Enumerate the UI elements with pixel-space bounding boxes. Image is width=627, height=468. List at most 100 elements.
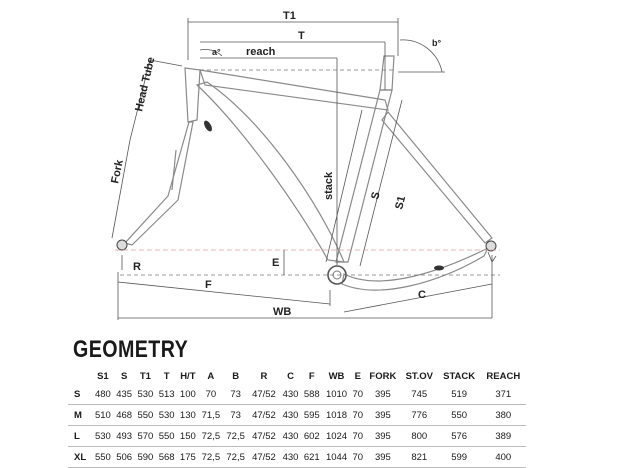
table-cell: 1024: [322, 425, 351, 447]
bike-frame-drawing: [116, 55, 497, 291]
table-cell: 550: [156, 425, 178, 447]
label-t: T: [298, 30, 305, 42]
table-cell: 430: [279, 425, 302, 447]
table-cell: 550: [437, 404, 481, 426]
table-cell: 70: [198, 384, 224, 405]
column-header: H/T: [180, 370, 196, 382]
table-cell: 550: [134, 404, 156, 426]
table-cell: 395: [364, 446, 401, 468]
geometry-title: GEOMETRY: [73, 336, 189, 363]
table-cell: 71,5: [198, 404, 224, 426]
column-header: [68, 368, 92, 384]
table-cell: 590: [134, 446, 156, 468]
size-label: S: [68, 384, 93, 405]
label-a-angle: a°: [212, 47, 221, 57]
label-s1: S1: [393, 195, 408, 211]
label-reach: reach: [246, 46, 276, 58]
table-cell: 1044: [322, 446, 351, 468]
column-header: WB: [328, 370, 345, 382]
table-cell: 70: [350, 404, 365, 426]
label-head-tube: Head Tube: [133, 56, 157, 113]
table-cell: 430: [279, 384, 302, 405]
column-header: C: [287, 370, 294, 382]
column-header: T: [163, 370, 170, 382]
table-cell: 430: [279, 446, 302, 468]
table-cell: 73: [223, 404, 249, 426]
table-cell: 47/52: [248, 384, 280, 405]
table-cell: 530: [156, 404, 178, 426]
table-cell: 599: [437, 446, 481, 468]
size-label: M: [68, 404, 93, 426]
label-c: C: [418, 289, 426, 301]
table-cell: 776: [400, 404, 438, 426]
label-fork: Fork: [109, 158, 126, 185]
table-cell: 100: [177, 384, 199, 405]
table-cell: 47/52: [248, 446, 280, 468]
table-cell: 72,5: [223, 446, 249, 468]
column-header: F: [308, 370, 315, 382]
table-cell: 72,5: [198, 446, 224, 468]
table-cell: 47/52: [248, 425, 280, 447]
table-cell: 47/52: [248, 404, 280, 426]
label-f: F: [205, 279, 212, 291]
column-header: ST.OV: [405, 370, 434, 382]
table-cell: 821: [400, 446, 438, 468]
table-cell: 150: [177, 425, 199, 447]
label-stack: stack: [323, 171, 335, 200]
table-cell: 513: [156, 384, 178, 405]
table-cell: 745: [400, 384, 438, 405]
table-cell: 602: [301, 425, 323, 447]
table-cell: 70: [350, 384, 365, 405]
label-s: S: [369, 191, 382, 201]
table-cell: 510: [92, 404, 114, 426]
table-cell: 73: [223, 384, 249, 405]
table-cell: 430: [279, 404, 302, 426]
table-cell: 72,5: [198, 425, 224, 447]
table-cell: 1010: [322, 384, 351, 405]
table-cell: 395: [364, 404, 401, 426]
table-cell: 519: [437, 384, 481, 405]
column-header: STACK: [443, 370, 476, 382]
label-b-angle: b°: [432, 38, 441, 48]
table-cell: 530: [92, 425, 114, 447]
column-header: R: [260, 370, 268, 382]
table-cell: 570: [134, 425, 156, 447]
table-cell: 588: [301, 384, 323, 405]
column-header: B: [232, 370, 240, 382]
size-label: XL: [68, 446, 93, 468]
size-label: L: [68, 425, 93, 447]
table-cell: 130: [177, 404, 199, 426]
column-header: E: [354, 370, 361, 382]
table-cell: 435: [113, 384, 135, 405]
table-cell: 595: [301, 404, 323, 426]
label-r: R: [133, 261, 141, 273]
table-cell: 568: [156, 446, 178, 468]
table-cell: 480: [92, 384, 114, 405]
table-cell: 621: [301, 446, 323, 468]
column-header: FORK: [369, 370, 397, 382]
column-header: A: [207, 370, 215, 382]
table-cell: 371: [480, 384, 526, 405]
label-t1: T1: [283, 10, 296, 22]
table-cell: 400: [480, 446, 526, 468]
table-cell: 576: [437, 425, 481, 447]
dimension-lines: [111, 18, 500, 320]
table-cell: 395: [364, 384, 401, 405]
table-cell: 1018: [322, 404, 351, 426]
table-cell: 468: [113, 404, 135, 426]
column-header: REACH: [486, 370, 521, 382]
table-cell: 506: [113, 446, 135, 468]
table-cell: 70: [350, 446, 365, 468]
table-cell: 72,5: [223, 425, 249, 447]
label-e: E: [272, 257, 279, 269]
table-cell: 380: [480, 404, 526, 426]
table-cell: 493: [113, 425, 135, 447]
label-wb: WB: [273, 306, 291, 318]
